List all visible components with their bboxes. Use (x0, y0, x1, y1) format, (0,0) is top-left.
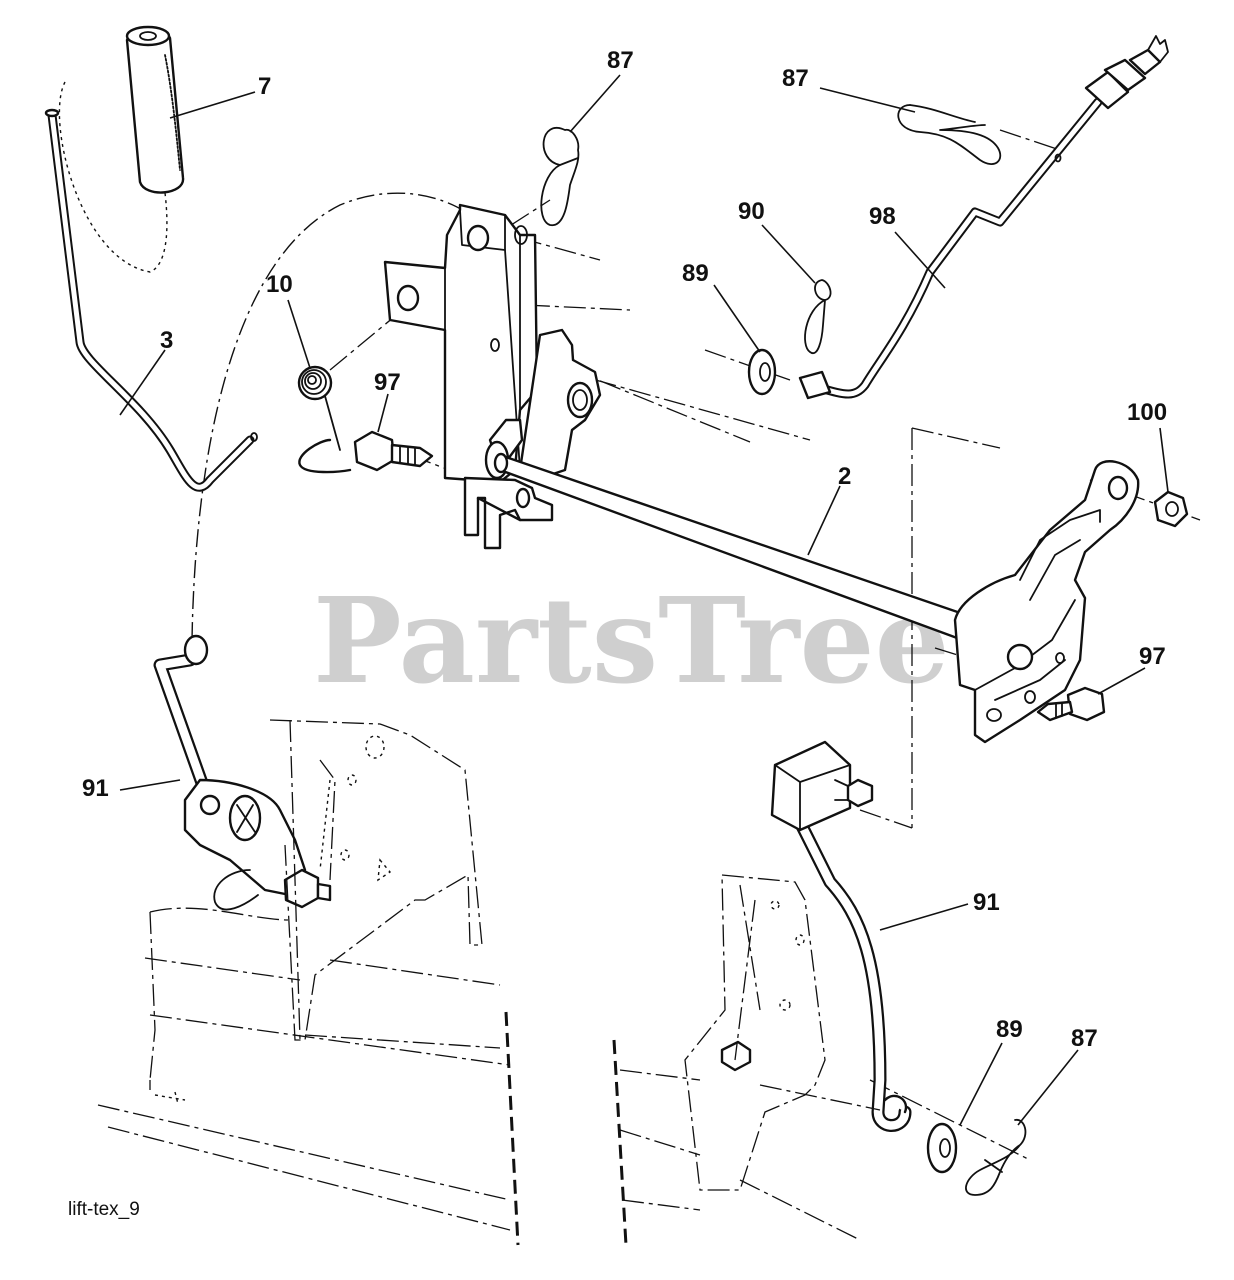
deck-left (97, 907, 520, 1246)
right-pivot-arm (953, 460, 1140, 744)
leader-lines (119, 74, 1169, 1126)
washer-upper (747, 348, 777, 396)
clip-top-center (540, 127, 580, 226)
callout-bolt-upper: 97 (374, 369, 401, 396)
spring-part (297, 365, 352, 474)
grip-part (125, 25, 185, 194)
washer-lower (926, 1122, 958, 1174)
callout-pin-upper: 90 (738, 198, 765, 225)
upper-bolt-part (353, 430, 434, 472)
callout-nut: 100 (1127, 399, 1167, 426)
callout-spring: 10 (266, 271, 293, 298)
pin-upper (804, 279, 832, 355)
link-left (153, 634, 332, 911)
callouts: 7 3 10 97 87 87 89 90 98 100 2 97 91 91 … (82, 47, 1167, 1052)
figure-code: lift-tex_9 (68, 1199, 140, 1220)
clip-top-right (897, 104, 1002, 165)
lower-right-bracket (612, 874, 881, 1246)
nut-part (1153, 490, 1189, 528)
callout-link-left: 91 (82, 775, 109, 802)
mounting-bracket (383, 203, 602, 550)
callout-shaft: 2 (838, 463, 851, 490)
callout-grip: 7 (258, 73, 271, 100)
callout-link-right: 91 (973, 889, 1000, 916)
callout-clip-lower: 87 (1071, 1025, 1098, 1052)
callout-clip-top-right: 87 (782, 65, 809, 92)
lever-part (44, 108, 258, 492)
lower-left-bracket (269, 719, 483, 1041)
lower-bolt-part (1036, 686, 1106, 722)
callout-lever: 3 (160, 327, 173, 354)
callout-washer-lower: 89 (996, 1016, 1023, 1043)
link-right (770, 740, 912, 1132)
clip-lower (965, 1119, 1027, 1196)
callout-clip-top-center: 87 (607, 47, 634, 74)
rod-upper (798, 35, 1169, 400)
callout-washer-upper: 89 (682, 260, 709, 287)
callout-bolt-lower: 97 (1139, 643, 1166, 670)
callout-rod-upper: 98 (869, 203, 896, 230)
